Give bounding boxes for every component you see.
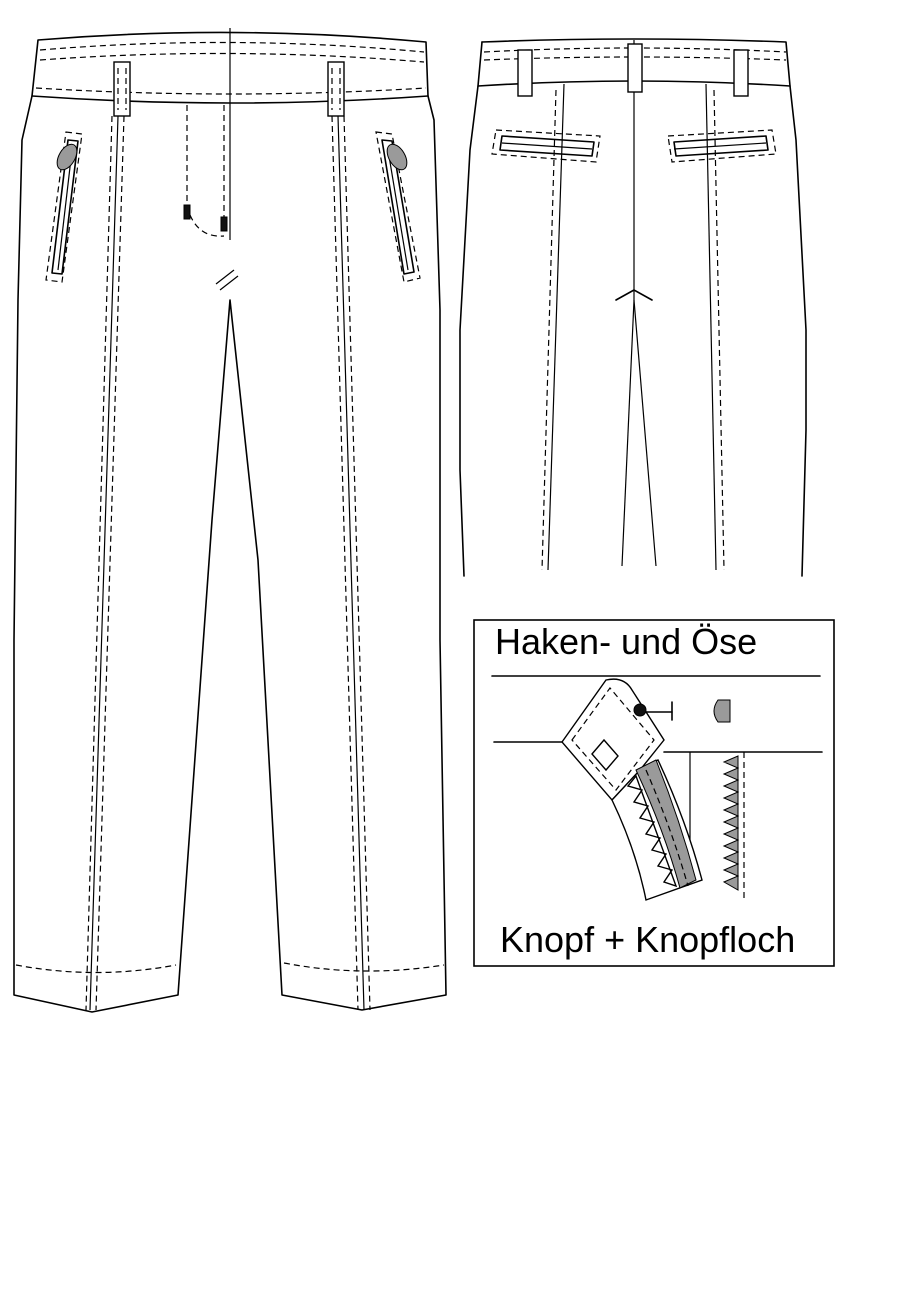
fly-curve bbox=[189, 214, 225, 237]
back-outline-left bbox=[459, 41, 483, 577]
front-hem-right bbox=[283, 962, 445, 972]
fly-panel-stitch bbox=[645, 769, 689, 887]
back-inseam-right bbox=[633, 299, 657, 567]
front-waistband-stitch-2 bbox=[39, 52, 425, 63]
back-crotch bbox=[615, 289, 653, 301]
back-outline bbox=[481, 38, 807, 577]
zip-puller-icon bbox=[386, 143, 408, 171]
back-crease-right-a bbox=[705, 83, 717, 571]
hook-icon bbox=[633, 703, 647, 717]
trousers-front-view bbox=[13, 28, 447, 1013]
fly-bartack-right bbox=[220, 216, 228, 232]
hook-and-eye-label: Haken- und Öse bbox=[495, 621, 758, 662]
back-belt-loop-right bbox=[733, 49, 749, 97]
zip-puller-icon bbox=[56, 143, 78, 171]
closure-detail-box bbox=[473, 619, 835, 967]
back-belt-loop-center bbox=[627, 43, 643, 93]
front-waistband-stitch-3 bbox=[35, 87, 427, 95]
back-crease-right-b bbox=[713, 89, 725, 571]
front-waistband-stitch-1 bbox=[39, 41, 425, 53]
back-crease-left-b bbox=[541, 89, 557, 571]
front-crease-right-a bbox=[337, 115, 365, 1011]
front-crease-left-b bbox=[95, 115, 125, 1011]
back-welt-pocket-left bbox=[491, 129, 601, 163]
crotch-mark-1 bbox=[215, 269, 235, 285]
back-crease-left-a bbox=[547, 83, 565, 571]
fly-bartack-left bbox=[183, 204, 191, 220]
front-hem-left bbox=[15, 964, 177, 974]
back-welt-pocket-right bbox=[667, 129, 777, 163]
buttonhole-icon bbox=[591, 738, 619, 772]
button-and-buttonhole-label: Knopf + Knopfloch bbox=[500, 919, 796, 960]
front-crease-right-c bbox=[343, 115, 371, 1011]
flap-stitch bbox=[571, 687, 655, 791]
front-belt-loop-right bbox=[327, 61, 345, 117]
back-belt-loop-left bbox=[517, 49, 533, 97]
crotch-mark-2 bbox=[219, 275, 239, 291]
detail-zip-teeth-right bbox=[722, 755, 740, 891]
front-outline bbox=[13, 31, 447, 1013]
front-belt-loop-left bbox=[113, 61, 131, 117]
detail-zip-teeth-left bbox=[626, 774, 678, 888]
back-inseam-left bbox=[621, 299, 635, 567]
front-crease-left-c bbox=[85, 115, 113, 1011]
front-crease-right-b bbox=[331, 115, 359, 1011]
detail-zip-tape bbox=[635, 759, 697, 889]
front-zip-pocket-left bbox=[45, 131, 83, 283]
front-zip-pocket-right bbox=[375, 131, 421, 283]
trousers-back-view bbox=[459, 38, 807, 577]
eye-button-icon bbox=[713, 699, 731, 723]
front-crease-left-a bbox=[89, 115, 119, 1011]
